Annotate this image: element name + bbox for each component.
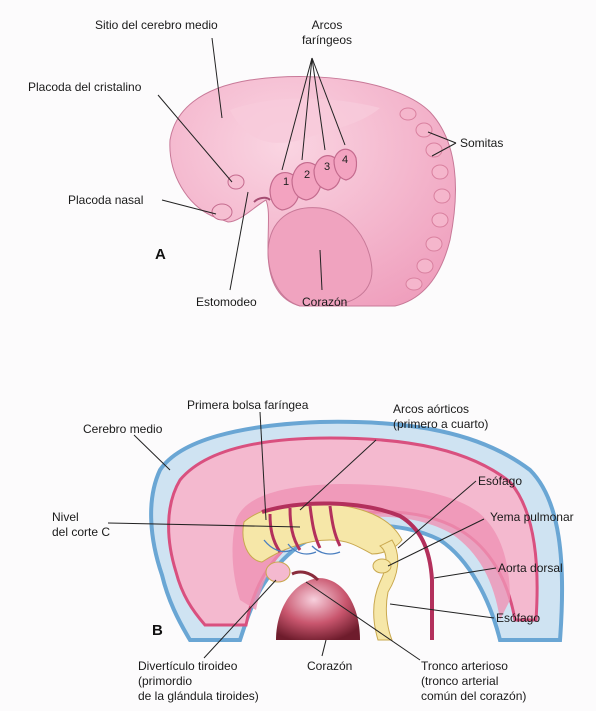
label-somites: Somitas	[460, 136, 503, 150]
label-arches-line1: Arcos	[292, 18, 362, 32]
label-truncus-line1: Tronco arterioso	[421, 659, 508, 673]
panel-a-letter: A	[155, 246, 166, 263]
label-heart-b: Corazón	[307, 659, 352, 673]
panel-b-section	[108, 412, 562, 660]
label-truncus-line3: común del corazón)	[421, 689, 526, 703]
label-first-pouch: Primera bolsa faríngea	[187, 398, 308, 412]
label-esophagus-top: Esófago	[478, 474, 522, 488]
label-thyroid-line3: de la glándula tiroides)	[138, 689, 259, 703]
label-aortic-arches-line1: Arcos aórticos	[393, 402, 469, 416]
arch-number-3: 3	[324, 161, 330, 173]
label-midbrain-b: Cerebro medio	[83, 422, 162, 436]
label-thyroid-line2: (primordio	[138, 674, 192, 688]
arch-number-1: 1	[283, 176, 289, 188]
label-lens-placode: Placoda del cristalino	[28, 80, 141, 94]
arch-number-2: 2	[304, 169, 310, 181]
label-nasal-placode: Placoda nasal	[68, 193, 143, 207]
nasal-placode	[212, 204, 232, 220]
esophagus-tube	[374, 540, 398, 640]
label-stomodeum: Estomodeo	[196, 295, 257, 309]
label-level-line2: del corte C	[52, 525, 110, 539]
lens-placode	[228, 175, 244, 189]
label-heart-a: Corazón	[302, 295, 347, 309]
panel-b-letter: B	[152, 622, 163, 639]
label-midbrain-site: Sitio del cerebro medio	[95, 18, 218, 32]
label-aortic-arches-line2: (primero a cuarto)	[393, 417, 488, 431]
label-arches-line2: faríngeos	[292, 33, 362, 47]
label-level-line1: Nivel	[52, 510, 79, 524]
arch-number-4: 4	[342, 154, 348, 166]
label-lung-bud: Yema pulmonar	[490, 510, 574, 524]
label-dorsal-aorta: Aorta dorsal	[498, 561, 563, 575]
thyroid-diverticulum	[266, 562, 290, 582]
label-esophagus-bottom: Esófago	[496, 611, 540, 625]
label-truncus-line2: (tronco arterial	[421, 674, 498, 688]
heart-b	[276, 578, 360, 640]
label-thyroid-line1: Divertículo tiroideo	[138, 659, 237, 673]
